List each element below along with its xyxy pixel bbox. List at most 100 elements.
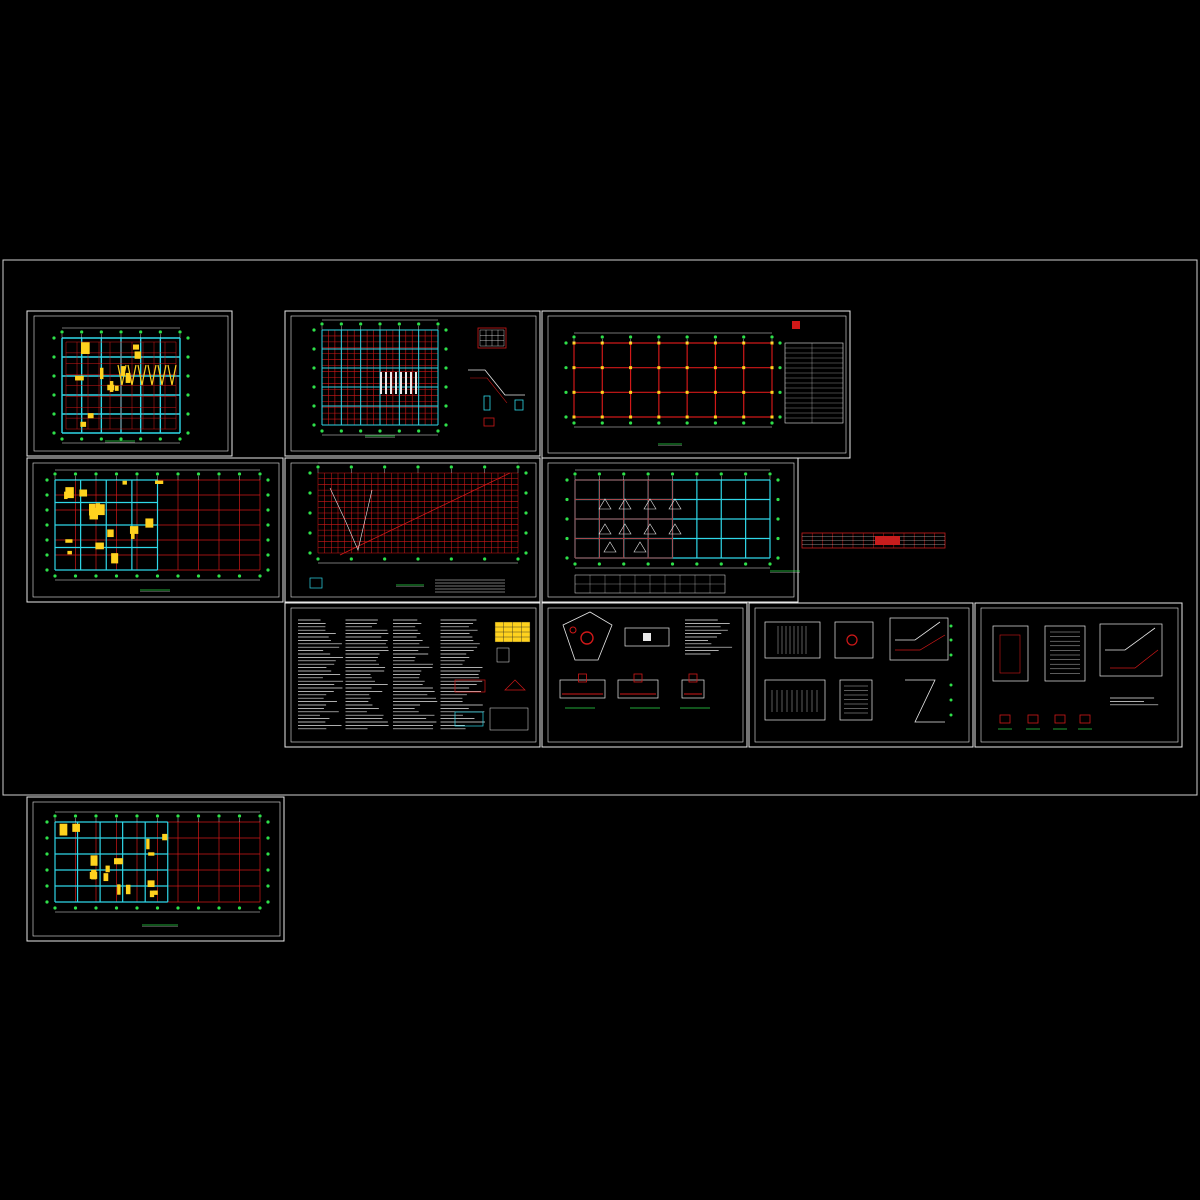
axis-bubble xyxy=(524,531,528,535)
beam-section xyxy=(1027,714,1039,724)
axis-bubble xyxy=(685,421,689,425)
axis-bubble xyxy=(359,429,363,433)
axis-bubble xyxy=(776,556,780,560)
axis-bubble xyxy=(483,465,487,469)
plan-sheet-1[interactable] xyxy=(26,310,233,457)
axis-bubble xyxy=(155,472,160,476)
axis-bubble xyxy=(60,437,64,441)
stair-detail-sheet-2[interactable] xyxy=(974,602,1183,748)
axis-bubble xyxy=(45,493,49,497)
pile-cap xyxy=(633,541,647,553)
plan-sheet-7[interactable] xyxy=(26,796,285,942)
table-fill xyxy=(875,536,900,545)
axis-bubble xyxy=(483,557,487,561)
column-mark xyxy=(600,390,604,394)
axis-bubble xyxy=(237,906,242,910)
hatch-patch xyxy=(148,852,155,856)
axis-bubble xyxy=(312,423,316,427)
loose-table[interactable] xyxy=(801,532,946,549)
pile-circle xyxy=(569,626,577,634)
hatch-patch xyxy=(162,833,168,841)
hatch-patch xyxy=(80,421,87,427)
hatch-patch xyxy=(149,890,155,898)
axis-bubble xyxy=(657,421,661,425)
notes-sheet[interactable] xyxy=(284,602,541,748)
axis-bubble xyxy=(572,335,576,339)
axis-bubble xyxy=(742,421,746,425)
axis-bubble xyxy=(53,814,57,818)
pile-cap xyxy=(598,523,612,535)
axis-bubble xyxy=(657,335,661,339)
pile-cap-plan xyxy=(562,611,613,661)
axis-bubble xyxy=(266,568,270,572)
axis-bubble xyxy=(45,900,49,904)
axis-bubble xyxy=(266,820,270,824)
axis-bubble xyxy=(378,429,382,433)
stair-zigzag xyxy=(157,364,167,386)
stair-plan xyxy=(992,625,1029,682)
plan-sheet-5[interactable] xyxy=(284,457,541,603)
axis-bubble xyxy=(646,472,650,476)
stair-tread xyxy=(380,372,382,394)
axis-bubble xyxy=(778,366,782,370)
axis-bubble xyxy=(600,335,604,339)
axis-bubble xyxy=(73,574,78,578)
axis-bubble xyxy=(628,335,633,339)
axis-bubble xyxy=(45,478,49,482)
hatch-patch xyxy=(111,553,119,564)
axis-bubble xyxy=(94,906,98,910)
stair-tread xyxy=(400,372,402,394)
axis-bubble xyxy=(449,557,453,561)
plan-sheet-6[interactable] xyxy=(541,457,800,603)
axis-bubble xyxy=(316,557,320,561)
axis-bubble xyxy=(436,322,440,326)
axis-bubble xyxy=(45,508,49,512)
axis-bubble xyxy=(516,557,520,561)
hatch-patch xyxy=(67,550,72,555)
axis-bubble xyxy=(45,820,49,824)
stair-tread xyxy=(415,372,417,394)
axis-bubble xyxy=(99,437,103,441)
axis-bubble xyxy=(266,852,270,856)
axis-bubble xyxy=(449,465,453,469)
column-mark xyxy=(742,366,746,370)
column-mark xyxy=(770,366,774,370)
axis-bubble xyxy=(778,415,782,419)
opening-mark xyxy=(846,634,858,646)
column-mark xyxy=(657,415,661,419)
axis-bubble xyxy=(312,404,316,408)
column-mark xyxy=(600,415,604,419)
hatch-patch xyxy=(75,375,84,381)
stair-detail-sheet-1[interactable] xyxy=(748,602,974,748)
axis-bubble xyxy=(237,574,242,578)
plan-sheet-2[interactable] xyxy=(284,310,541,457)
hatch-patch xyxy=(91,507,97,516)
hatch-patch xyxy=(87,413,94,419)
hatch-patch xyxy=(114,385,119,391)
hatch-patch xyxy=(79,489,88,497)
axis-bubble xyxy=(186,374,190,378)
axis-bubble xyxy=(713,421,718,425)
column-mark xyxy=(770,390,774,394)
axis-bubble xyxy=(622,472,626,476)
axis-bubble xyxy=(176,814,180,818)
layout-frame xyxy=(2,259,1198,796)
plan-sheet-3[interactable] xyxy=(541,310,851,459)
axis-bubble xyxy=(719,472,723,476)
axis-bubble xyxy=(436,429,440,433)
hatch-patch xyxy=(107,529,114,538)
plan-sheet-4[interactable] xyxy=(26,457,284,603)
axis-bubble xyxy=(217,574,221,578)
stair-tread xyxy=(395,372,397,394)
hatch-patch xyxy=(95,542,104,550)
detail-box xyxy=(477,327,507,349)
axis-bubble xyxy=(308,491,312,495)
axis-bubble xyxy=(266,538,270,542)
footing-section xyxy=(681,679,705,699)
axis-bubble xyxy=(776,497,780,502)
column-stub xyxy=(688,673,698,683)
axis-bubble xyxy=(186,393,190,397)
foundation-detail-sheet[interactable] xyxy=(541,602,748,748)
axis-bubble xyxy=(196,906,201,910)
